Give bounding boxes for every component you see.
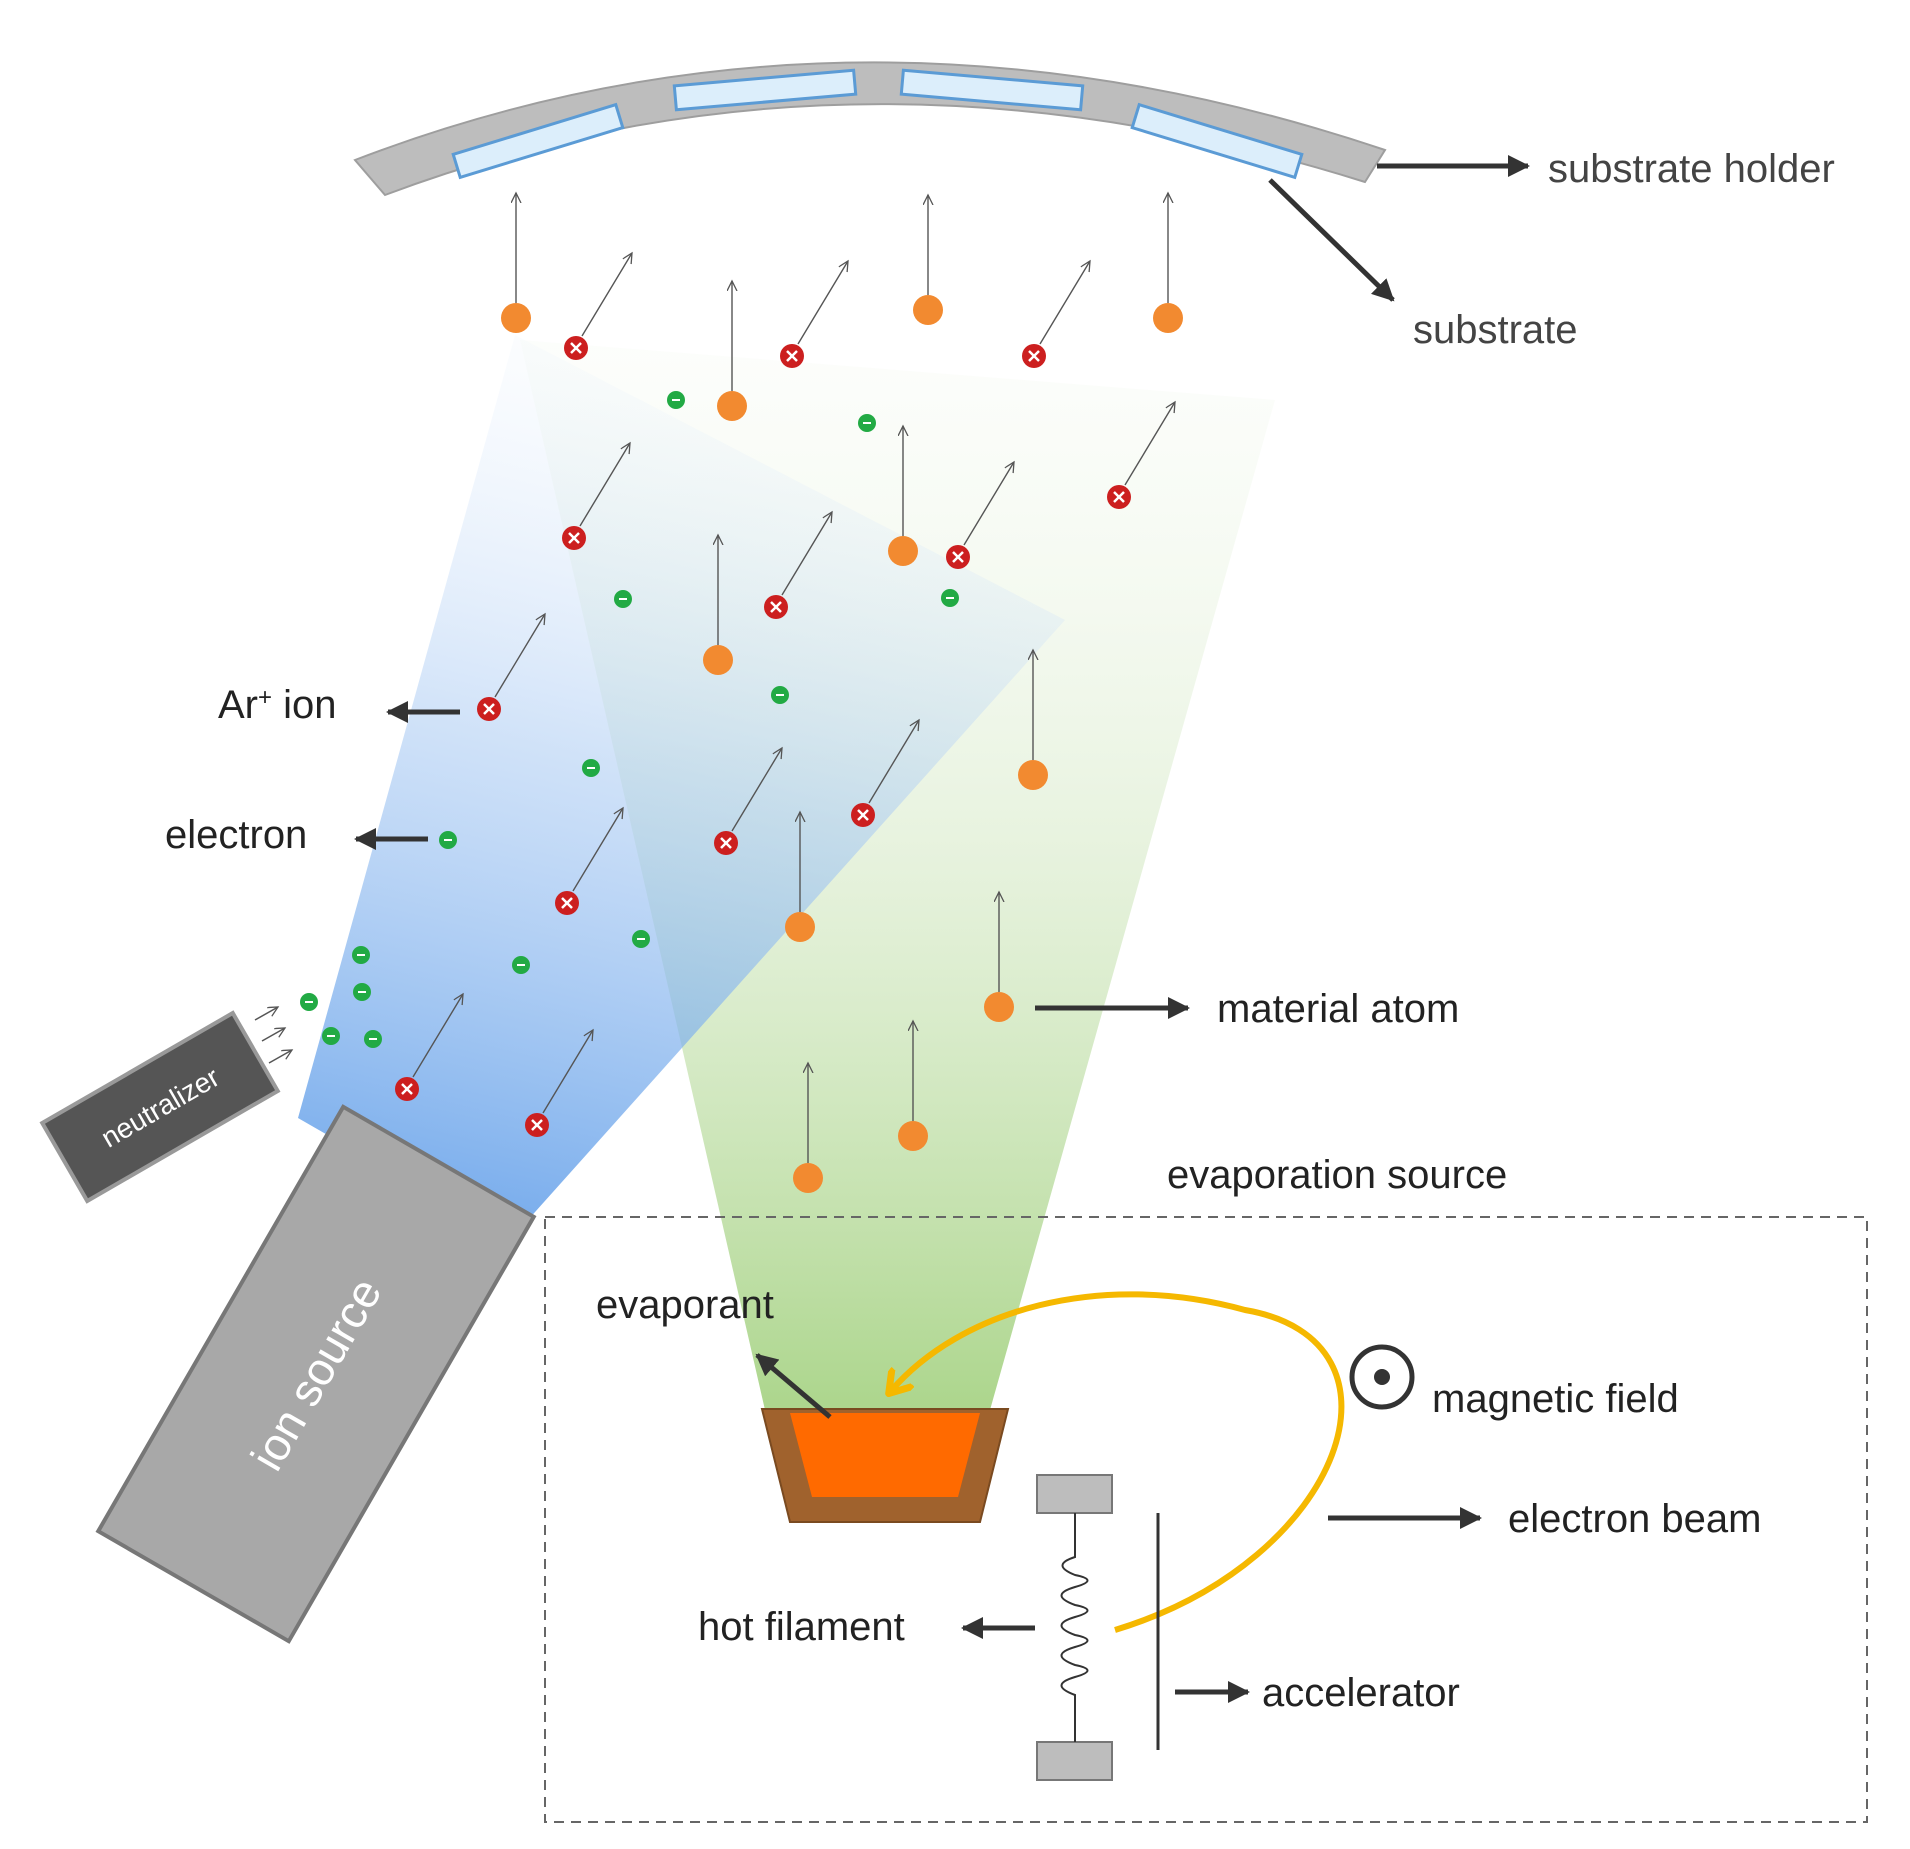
particles <box>300 193 1183 1193</box>
magnetic-field-icon-dot <box>1374 1369 1390 1385</box>
ion-mark-b <box>570 342 582 354</box>
material-atom <box>501 303 531 333</box>
emission-arrow-3 <box>268 1050 292 1064</box>
filament-terminal-bottom <box>1036 1741 1113 1781</box>
material-atom <box>793 1163 823 1193</box>
ion-mark-b <box>952 551 964 563</box>
ar-ion-label-tail: ion <box>272 683 337 727</box>
magnetic-field-label: magnetic field <box>1432 1377 1679 1421</box>
trajectory-arrow <box>572 808 623 892</box>
evaporation-source-label: evaporation source <box>1167 1153 1507 1197</box>
ion-mark-b <box>561 897 573 909</box>
substrate-holder <box>353 61 1387 197</box>
ion-source: ion source <box>95 1104 537 1644</box>
ion-mark-b <box>568 532 580 544</box>
emission-arrow-1 <box>254 1007 278 1021</box>
evaporant-melt <box>790 1413 980 1497</box>
electron-label: electron <box>165 813 307 857</box>
ion-mark-b <box>857 809 869 821</box>
trajectory-arrow <box>1039 261 1090 345</box>
trajectory-arrow <box>781 512 832 596</box>
ion-mark-b <box>720 837 732 849</box>
substrate-arrow <box>1268 178 1395 302</box>
neutralizer-emission <box>254 1007 292 1064</box>
material-atom <box>913 295 943 325</box>
ion-beam <box>298 335 1065 1240</box>
ion-mark-b <box>531 1119 543 1131</box>
ar-ion-label-sup: + <box>258 684 272 711</box>
trajectory-arrow <box>868 720 919 804</box>
ion-mark-b <box>786 350 798 362</box>
material-atom-label: material atom <box>1217 987 1459 1031</box>
material-atom <box>717 391 747 421</box>
emission-arrow-2 <box>261 1028 285 1042</box>
trajectory-arrow <box>963 462 1014 546</box>
substrate-holder-label: substrate holder <box>1548 147 1835 191</box>
trajectory-arrow <box>731 748 782 832</box>
evaporation-source-box <box>544 1216 1868 1823</box>
electron-beam-label: electron beam <box>1508 1497 1761 1541</box>
trajectory-arrow <box>581 253 632 337</box>
trajectory-arrow <box>412 994 463 1078</box>
trajectory-arrow <box>1124 402 1175 486</box>
substrate-label: substrate <box>1413 308 1578 352</box>
ion-mark-b <box>401 1083 413 1095</box>
material-atom <box>703 645 733 675</box>
ion-mark-b <box>483 703 495 715</box>
trajectory-arrow <box>494 614 545 698</box>
evaporant-arrow <box>755 1353 832 1419</box>
ar-ion-label: Ar+ ion <box>218 683 337 727</box>
substrates <box>451 68 1304 180</box>
filament-terminal-top <box>1036 1474 1113 1514</box>
material-atom <box>1018 760 1048 790</box>
ion-mark-b <box>1113 491 1125 503</box>
trajectory-arrow <box>542 1030 593 1114</box>
material-atom <box>984 992 1014 1022</box>
trajectory-arrow <box>797 261 848 345</box>
ion-mark-b <box>1028 350 1040 362</box>
substrate-4 <box>1130 102 1304 180</box>
substrate-1 <box>451 102 625 180</box>
ion-mark-b <box>770 601 782 613</box>
material-atom <box>898 1121 928 1151</box>
hot-filament-label: hot filament <box>698 1605 905 1649</box>
neutralizer-body <box>39 1010 281 1204</box>
accelerator-label: accelerator <box>1262 1671 1460 1715</box>
electron-beam-path <box>890 1291 1345 1633</box>
substrate-2 <box>672 68 858 112</box>
ion-source-body <box>95 1104 537 1644</box>
material-atom <box>1153 303 1183 333</box>
substrate-3 <box>899 68 1085 112</box>
trajectory-arrow <box>579 443 630 527</box>
material-atom <box>888 536 918 566</box>
hot-filament-coil <box>1060 1513 1089 1742</box>
neutralizer: neutralizer <box>39 1010 281 1204</box>
evaporant-label: evaporant <box>596 1283 774 1327</box>
ar-ion-label-base: Ar <box>218 683 258 727</box>
material-atom <box>785 912 815 942</box>
